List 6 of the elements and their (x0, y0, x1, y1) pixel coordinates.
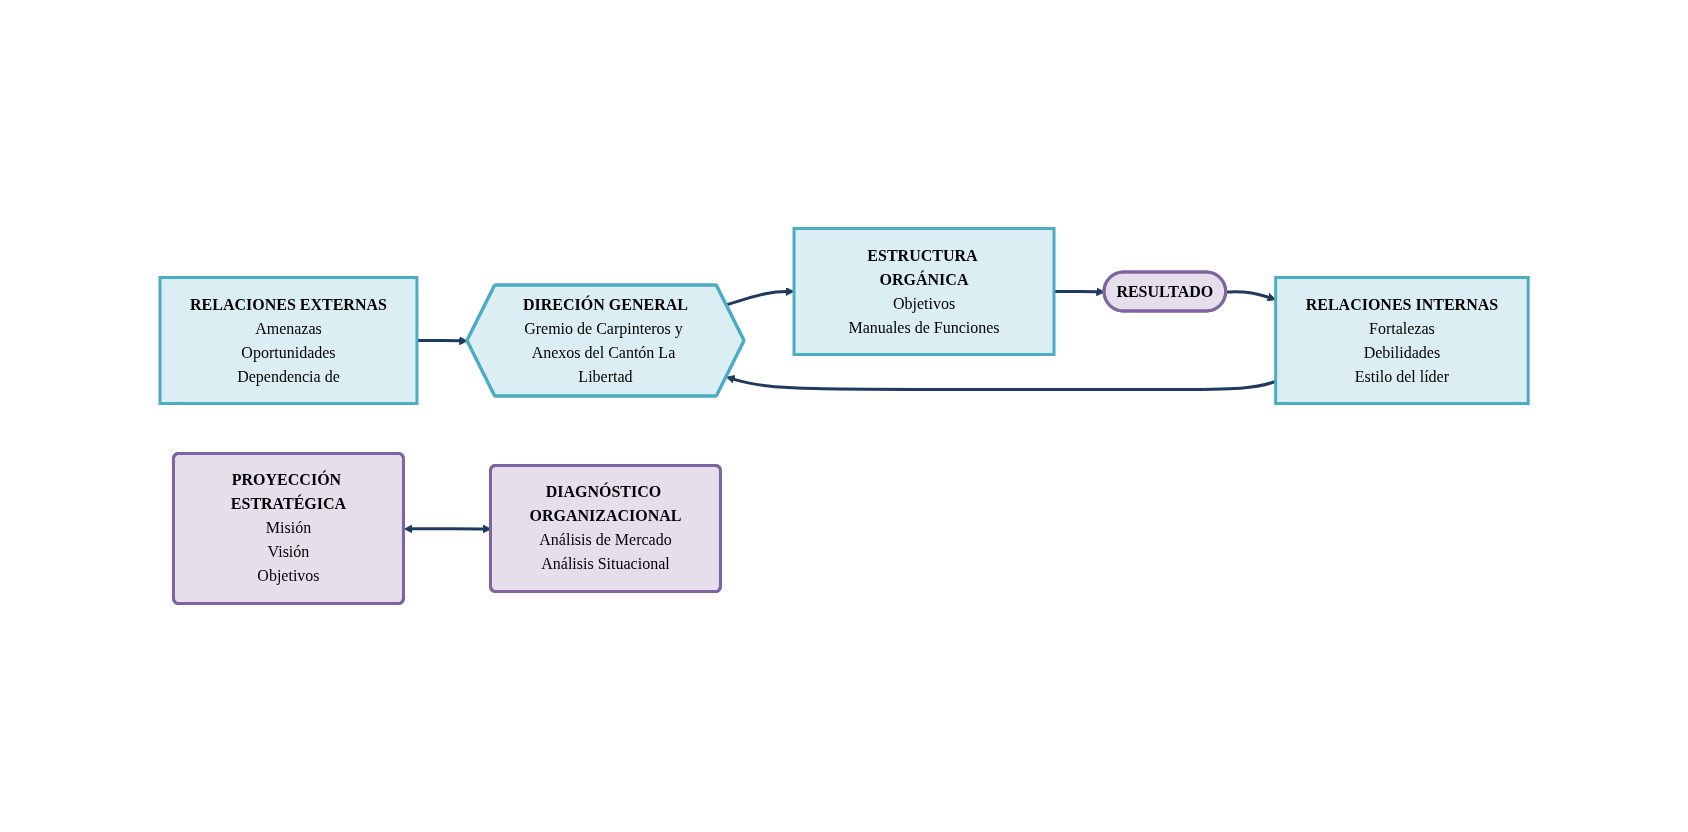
arrow (416, 336, 468, 346)
arrow (1226, 290, 1276, 302)
node-box: RELACIONES EXTERNAS Amenazas Oportunidades Dependencia de (158, 276, 419, 405)
node-box: ESTRUCTURA ORGÁNICA Objetivos Manuales de Funciones (792, 227, 1056, 356)
arrow (1053, 287, 1105, 297)
node-box: RELACIONES INTERNAS Fortalezas Debilidades Estilo del líder (1274, 276, 1530, 405)
